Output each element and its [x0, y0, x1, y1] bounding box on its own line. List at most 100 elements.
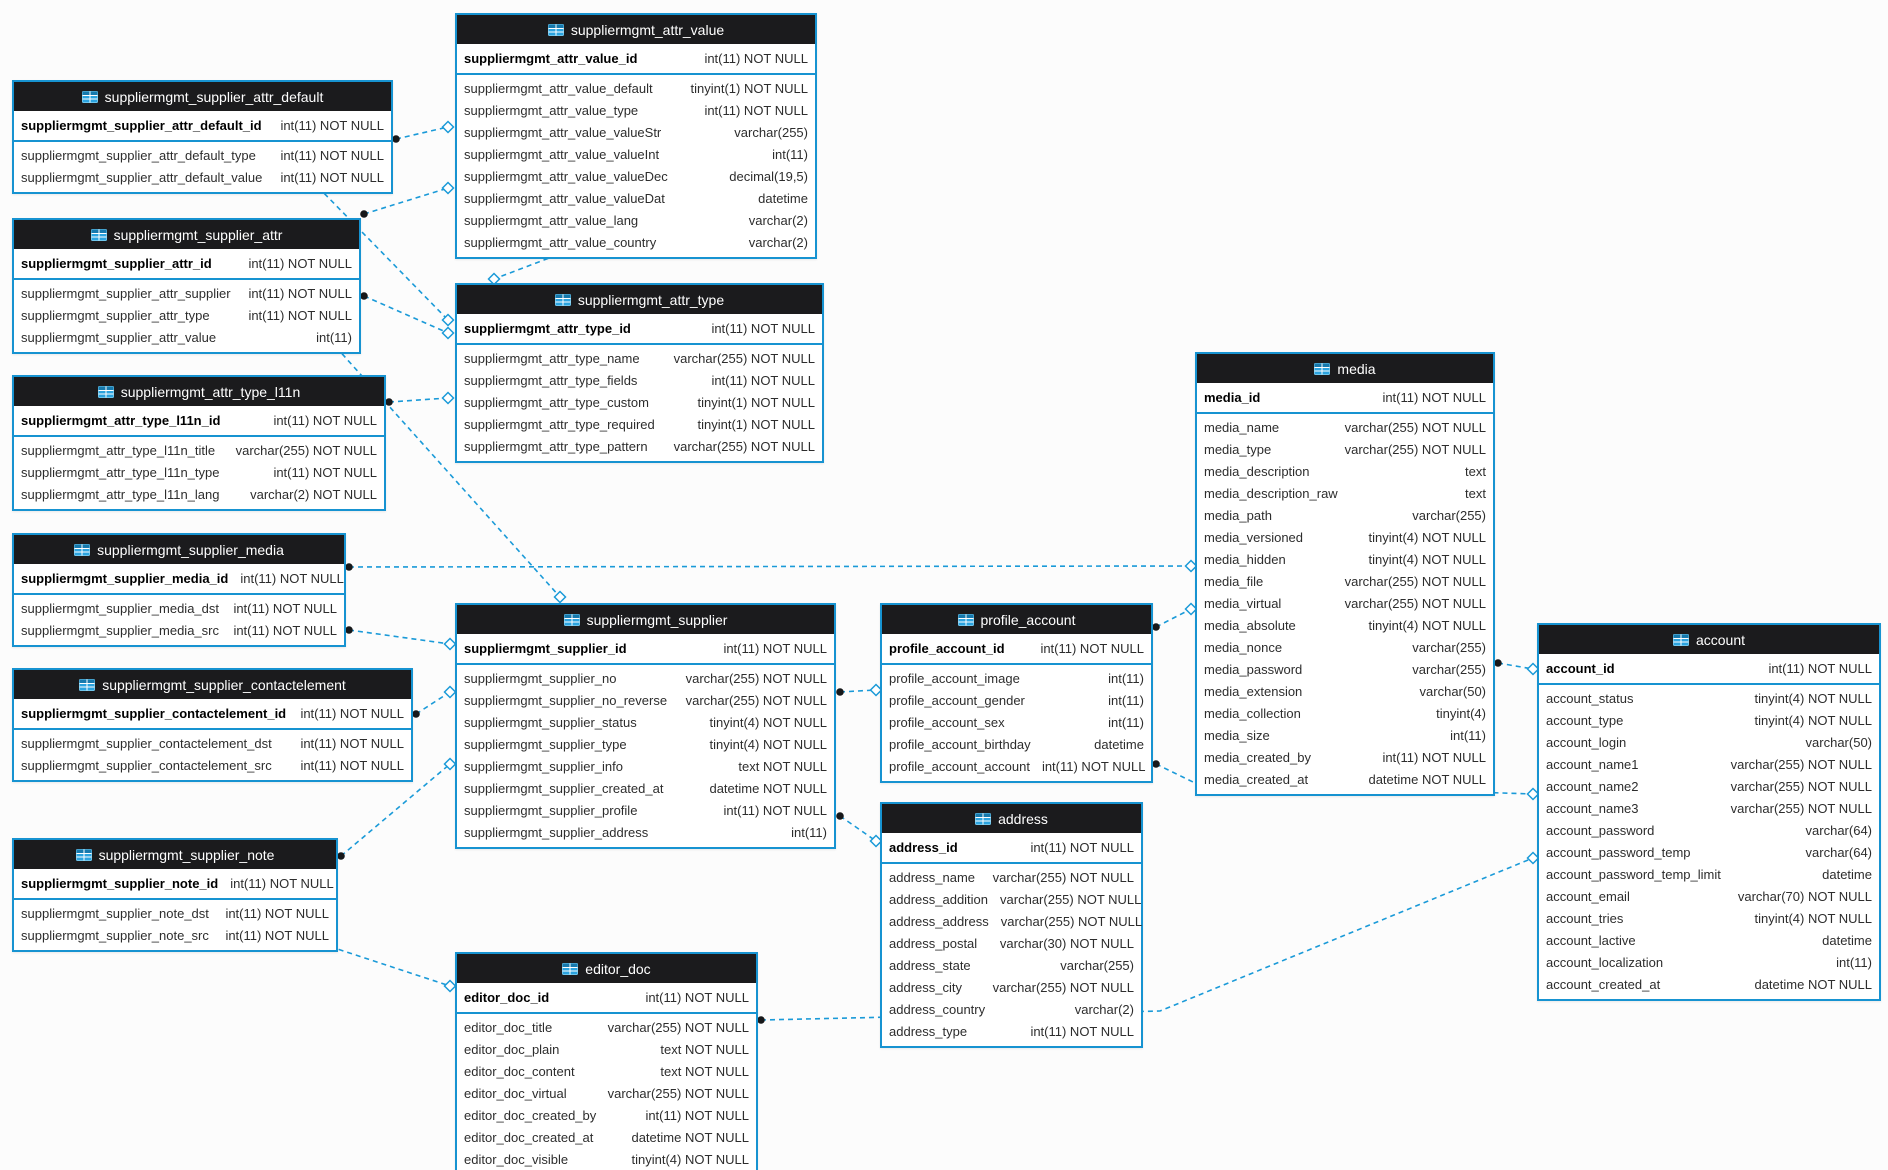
connector-diamond-icon [487, 272, 501, 286]
field-name: suppliermgmt_supplier_media_id [21, 571, 229, 586]
field-type: int(11) NOT NULL [300, 706, 404, 721]
field-name: media_absolute [1204, 617, 1296, 633]
relationship-line-suppliermgmt_supplier_media-to-media[interactable] [348, 565, 1192, 568]
field-name: suppliermgmt_attr_type_l11n_type [21, 464, 220, 480]
field-name: suppliermgmt_attr_value_country [464, 234, 657, 250]
field-name: suppliermgmt_attr_value_lang [464, 212, 639, 228]
table-header[interactable]: suppliermgmt_attr_type [457, 285, 822, 314]
table-header[interactable]: suppliermgmt_supplier_contactelement [14, 670, 411, 699]
table-suppliermgmt_attr_type[interactable]: suppliermgmt_attr_type suppliermgmt_attr_… [455, 283, 824, 463]
field-name: suppliermgmt_supplier_attr_value [21, 329, 217, 345]
table-title: suppliermgmt_attr_type_l11n [120, 383, 301, 400]
field-type: int(11) NOT NULL [723, 802, 827, 818]
field-type: int(11) NOT NULL [711, 321, 815, 336]
relationship-line-suppliermgmt_supplier_note-to-editor_doc[interactable] [312, 940, 451, 987]
table-suppliermgmt_attr_value[interactable]: suppliermgmt_attr_value suppliermgmt_attr… [455, 13, 817, 259]
field-type: int(11) NOT NULL [1041, 758, 1146, 774]
field-name: account_password_temp_limit [1546, 866, 1721, 882]
table-header[interactable]: suppliermgmt_attr_value [457, 15, 815, 44]
table-icon [75, 848, 92, 861]
table-suppliermgmt_supplier_attr[interactable]: suppliermgmt_supplier_attr suppliermgmt_s… [12, 218, 361, 354]
relationship-line-suppliermgmt_supplier_attr-to-suppliermgmt_attr_value[interactable] [363, 187, 449, 215]
field-row: suppliermgmt_supplier_attr_value int(11) [14, 326, 359, 348]
field-type: int(11) NOT NULL [248, 307, 352, 323]
relationship-line-suppliermgmt_supplier-to-address[interactable] [839, 815, 877, 842]
field-type: int(11) NOT NULL [1030, 1023, 1134, 1039]
primary-key-row: suppliermgmt_supplier_media_id int(11) NO… [14, 564, 344, 593]
relationship-line-editor_doc-to-account[interactable] [760, 857, 1534, 1021]
table-header[interactable]: suppliermgmt_supplier [457, 605, 834, 634]
field-type: varchar(255) [734, 124, 808, 140]
table-header[interactable]: account [1539, 625, 1879, 654]
field-name: suppliermgmt_attr_type_l11n_lang [21, 486, 220, 502]
relationship-line-profile_account-to-media[interactable] [1155, 608, 1192, 628]
field-type: varchar(255) NOT NULL [1000, 891, 1142, 907]
field-name: media_collection [1204, 705, 1301, 721]
field-type: varchar(50) [1805, 734, 1872, 750]
table-suppliermgmt_supplier_note[interactable]: suppliermgmt_supplier_note suppliermgmt_s… [12, 838, 338, 952]
table-header[interactable]: address [882, 804, 1141, 833]
field-name: account_localization [1546, 954, 1664, 970]
field-name: suppliermgmt_attr_value_default [464, 80, 653, 96]
relationship-line-suppliermgmt_supplier_attr-to-suppliermgmt_attr_type[interactable] [363, 295, 449, 334]
field-type: int(11) NOT NULL [240, 571, 344, 586]
field-type: int(11) [316, 329, 352, 345]
relationship-line-suppliermgmt_supplier_contactelement-to-suppliermgmt_supplier[interactable] [415, 691, 451, 715]
table-title: profile_account [980, 611, 1076, 628]
field-name: profile_account_sex [889, 714, 1005, 730]
connector-circle-icon [392, 135, 400, 143]
field-type: int(11) NOT NULL [248, 256, 352, 271]
table-header[interactable]: media [1197, 354, 1493, 383]
field-type: varchar(255) NOT NULL [673, 438, 815, 454]
table-header[interactable]: suppliermgmt_supplier_attr_default [14, 82, 391, 111]
relationship-line-suppliermgmt_supplier_attr_default-to-suppliermgmt_attr_value[interactable] [395, 126, 449, 140]
relationship-line-suppliermgmt_supplier_note-to-suppliermgmt_supplier[interactable] [340, 763, 451, 857]
table-header[interactable]: editor_doc [457, 954, 756, 983]
field-name: media_file [1204, 573, 1264, 589]
table-header[interactable]: suppliermgmt_supplier_attr [14, 220, 359, 249]
relationship-line-suppliermgmt_supplier_attr_default-to-suppliermgmt_attr_type[interactable] [317, 186, 449, 321]
field-name: suppliermgmt_supplier_note_src [21, 927, 209, 943]
field-type: varchar(255) NOT NULL [1344, 573, 1486, 589]
relationship-line-suppliermgmt_supplier_media-to-suppliermgmt_supplier[interactable] [348, 629, 451, 645]
table-header[interactable]: suppliermgmt_supplier_note [14, 840, 336, 869]
field-name: suppliermgmt_supplier_no [464, 670, 617, 686]
table-header[interactable]: suppliermgmt_supplier_media [14, 535, 344, 564]
relationship-line-media-to-account[interactable] [1497, 662, 1534, 670]
field-name: media_path [1204, 507, 1272, 523]
table-suppliermgmt_attr_type_l11n[interactable]: suppliermgmt_attr_type_l11n suppliermgmt_… [12, 375, 386, 511]
relationship-line-suppliermgmt_attr_type_l11n-to-suppliermgmt_attr_type[interactable] [388, 397, 449, 403]
connector-diamond-icon [441, 120, 455, 134]
table-header[interactable]: suppliermgmt_attr_type_l11n [14, 377, 384, 406]
table-header[interactable]: profile_account [882, 605, 1151, 634]
